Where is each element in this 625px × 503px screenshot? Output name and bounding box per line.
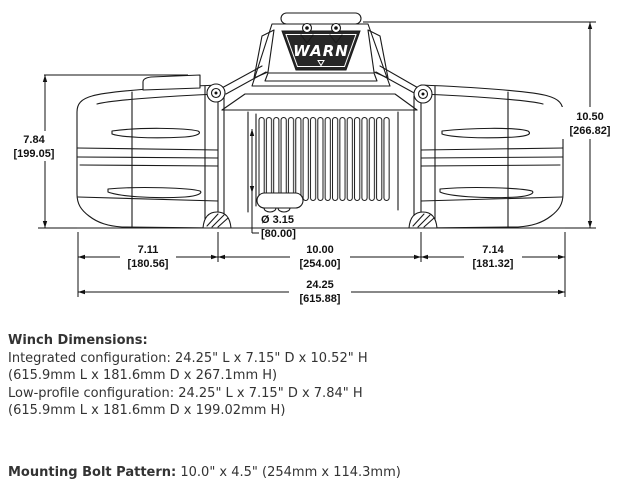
drum-assembly <box>221 93 418 229</box>
dim-gear-side-in: 7.14 <box>482 244 504 256</box>
control-pack: WARN <box>251 12 391 87</box>
mounting-bolt-pattern-value: 10.0" x 4.5" (254mm x 114.3mm) <box>180 464 401 480</box>
dim-overall-in: 24.25 <box>306 279 334 291</box>
tie-rod-braces <box>206 65 433 104</box>
dim-drum-diameter-mm: [80.00] <box>261 228 296 240</box>
dim-motor-side-in: 7.11 <box>138 244 159 256</box>
right-chevron-mark <box>329 34 343 44</box>
dim-low-height-mm: [199.05] <box>14 148 55 160</box>
mounting-bolt-pattern-line: Mounting Bolt Pattern: 10.0" x 4.5" (254… <box>8 464 608 482</box>
integrated-config-metric: (615.9mm L x 181.6mm D x 267.1mm H) <box>8 368 278 383</box>
dim-bolt-span-in: 10.00 <box>306 244 334 256</box>
dim-drum-diameter-in: Ø 3.15 <box>261 214 294 226</box>
dim-motor-side-mm: [180.56] <box>128 258 169 270</box>
panel-triangle-mark <box>317 60 325 67</box>
dim-bolt-span-mm: [254.00] <box>300 258 341 270</box>
control-pack-handle <box>280 12 362 25</box>
left-motor-housing <box>76 74 219 229</box>
left-foot <box>202 211 232 229</box>
warn-brand-label: WARN <box>293 42 349 60</box>
integrated-config-line: Integrated configuration: 24.25" L x 7.1… <box>8 350 368 366</box>
low-profile-config-line: Low-profile configuration: 24.25" L x 7.… <box>8 385 363 401</box>
winch-technical-drawing: WARN <box>13 12 611 305</box>
mounting-bolt-pattern-heading: Mounting Bolt Pattern: <box>8 464 177 480</box>
right-gear-housing <box>420 84 564 229</box>
specs-block: Winch Dimensions: Integrated configurati… <box>8 332 608 481</box>
dimension-labels: 7.84 [199.05] 10.50 [266.82] Ø 3.15 [80.… <box>14 111 611 305</box>
drum-tab <box>256 192 304 209</box>
left-wing-panel <box>253 29 275 79</box>
right-wing-panel <box>367 29 389 79</box>
rope-coils <box>258 117 390 201</box>
dim-overall-mm: [615.88] <box>300 293 341 305</box>
dim-low-height-in: 7.84 <box>23 134 45 146</box>
right-foot <box>408 211 438 229</box>
left-chevron-mark <box>300 34 314 44</box>
winch-drawing-area: WARN <box>13 12 611 305</box>
winch-dimensions-heading: Winch Dimensions: <box>8 333 148 348</box>
low-profile-config-metric: (615.9mm L x 181.6mm D x 199.02mm H) <box>8 403 286 418</box>
dim-full-height-in: 10.50 <box>576 111 604 123</box>
mounting-feet <box>76 211 566 229</box>
dim-full-height-mm: [266.82] <box>570 125 611 137</box>
dim-gear-side-mm: [181.32] <box>473 258 514 270</box>
